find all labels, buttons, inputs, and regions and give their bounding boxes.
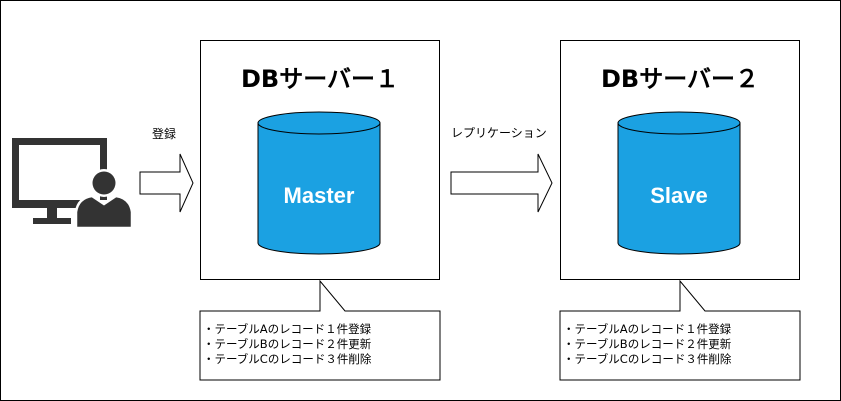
db-server-2-title: DBサーバー２ — [601, 65, 759, 93]
note-2-line-2: ・テーブルBのレコード２件更新 — [563, 337, 732, 351]
note-1-line-2: ・テーブルBのレコード２件更新 — [203, 337, 372, 351]
note-1-line-3: ・テーブルCのレコード３件削除 — [203, 352, 372, 366]
slave-db-cylinder-icon: Slave — [617, 111, 741, 255]
replication-label: レプリケーション — [451, 126, 547, 140]
note-2-line-3: ・テーブルCのレコード３件削除 — [563, 352, 732, 366]
note-2-line-1: ・テーブルAのレコード１件登録 — [563, 322, 732, 336]
replication-arrow-icon — [450, 153, 553, 213]
note-2-text: ・テーブルAのレコード１件登録 ・テーブルBのレコード２件更新 ・テーブルCのレ… — [563, 322, 731, 367]
slave-db-label: Slave — [650, 183, 708, 208]
master-db-cylinder-icon: Master — [257, 111, 381, 255]
note-callout-2 — [559, 279, 801, 381]
note-callout-1 — [199, 279, 441, 381]
master-db-label: Master — [284, 183, 355, 208]
note-1-text: ・テーブルAのレコード１件登録 ・テーブルBのレコード２件更新 ・テーブルCのレ… — [203, 322, 371, 367]
note-1-line-1: ・テーブルAのレコード１件登録 — [203, 322, 372, 336]
user-computer-icon — [12, 138, 134, 230]
register-arrow-icon — [139, 153, 194, 213]
db-server-1-title: DBサーバー１ — [241, 65, 399, 93]
register-label: 登録 — [152, 127, 177, 141]
